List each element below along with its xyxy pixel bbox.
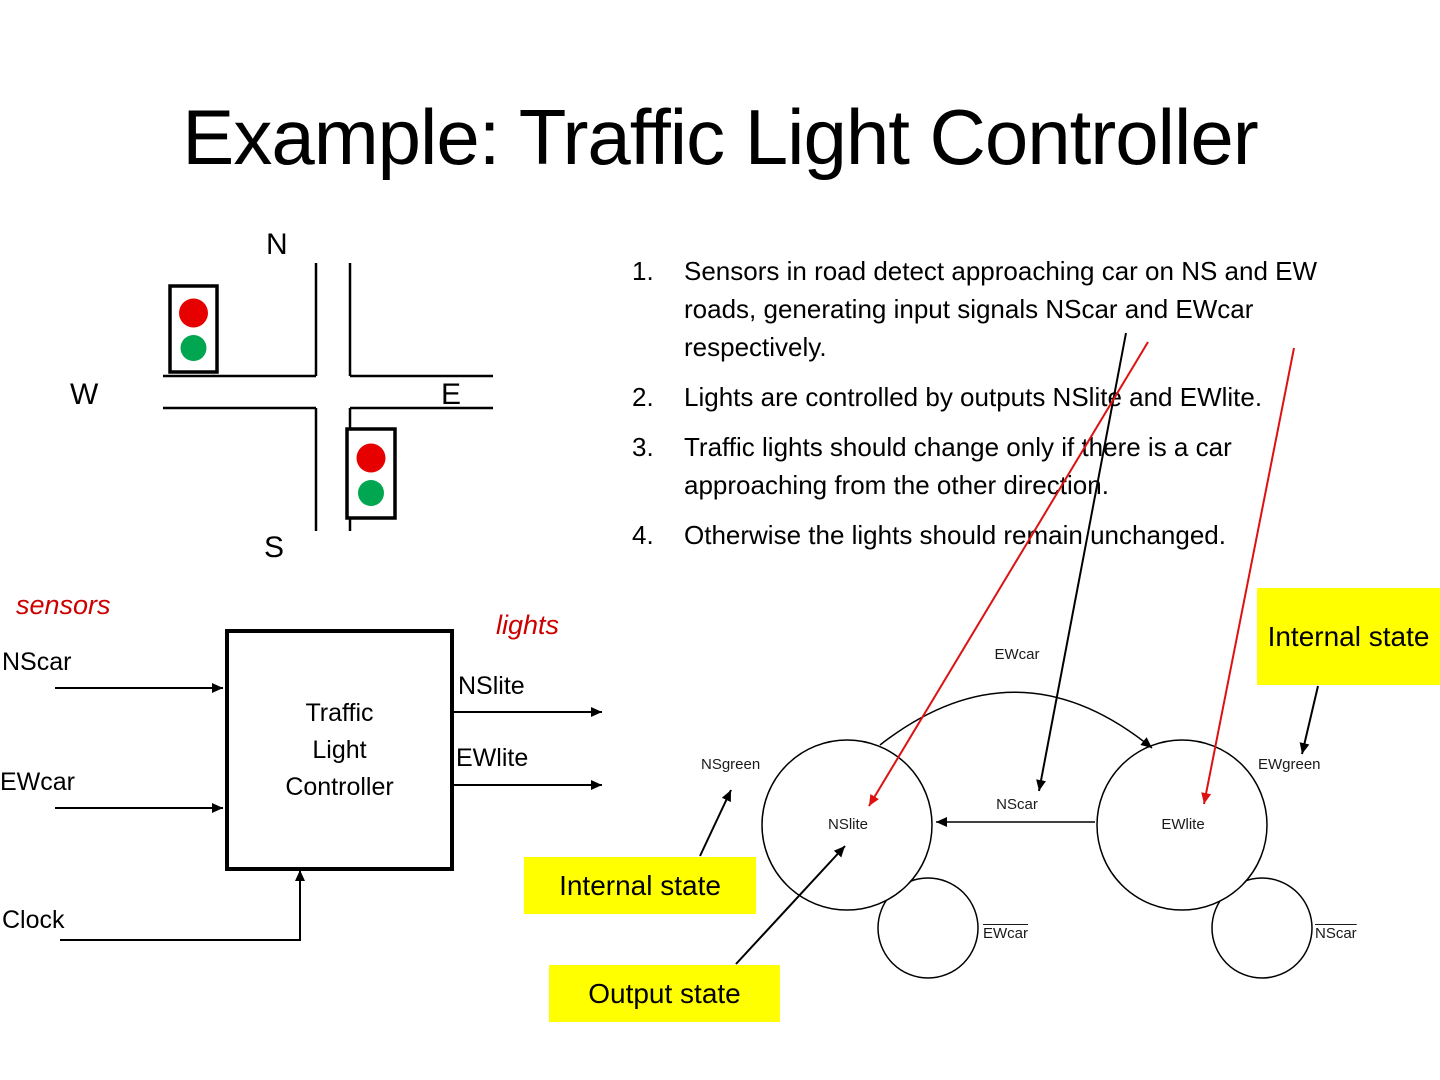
red-light-icon [179,298,208,328]
green-light-icon [358,480,384,506]
internal-state-callout-top: Internal state [1257,588,1440,685]
sensors-label: sensors [16,590,111,620]
nsgreen-label: NSgreen [701,756,761,773]
nslite-state-label: NSlite [827,816,868,833]
nscar-not-self-loop-label: NScar [1315,925,1357,942]
traffic-light-housing [168,284,219,374]
note-item: 2. Lights are controlled by outputs NSli… [632,378,1392,416]
clock-input-arrow [60,870,305,941]
note-item: 1. Sensors in road detect approaching ca… [632,252,1392,366]
note-number: 1. [632,256,654,286]
left-self-loop-arc [877,877,979,979]
south-label: S [264,531,285,564]
internal-state-callout-left: Internal state [524,857,756,914]
note-text: Otherwise the lights should remain uncha… [684,520,1226,550]
note-item: 3. Traffic lights should change only if … [632,428,1392,504]
callout-arrows [699,685,1319,965]
nscar-input-label: NScar [2,648,72,676]
traffic-light-housing [345,427,397,520]
red-light-icon [356,443,386,473]
right-self-loop-arc [1211,877,1313,979]
note-text: Sensors in road detect approaching car o… [684,256,1318,362]
ewcar-transition-arc [879,691,1153,749]
traffic-light-controller-box: Traffic Light Controller [225,629,454,871]
controller-label: Traffic Light Controller [285,698,394,801]
west-label: W [70,378,99,411]
east-label: E [441,378,462,411]
notes-list: 1. Sensors in road detect approaching ca… [632,252,1392,566]
internal-state-left-arrow [699,789,732,857]
north-label: N [266,228,288,261]
ewgreen-label: EWgreen [1258,756,1321,773]
nscar-transition-label: NScar [996,796,1038,813]
note-text: Traffic lights should change only if the… [684,432,1232,500]
traffic-light-north [168,284,219,374]
ewcar-transition-label: EWcar [994,646,1040,663]
note-number: 3. [632,432,654,462]
ewlite-state-label: EWlite [1161,816,1205,833]
green-light-icon [180,335,207,361]
note-text: Lights are controlled by outputs NSlite … [684,382,1263,412]
state-diagram [761,691,1313,979]
lights-label: lights [496,610,560,640]
nslite-output-label: NSlite [458,672,525,700]
ewcar-input-label: EWcar [0,768,75,796]
note-number: 4. [632,520,654,550]
page-title: Example: Traffic Light Controller [182,93,1258,181]
clock-input-label: Clock [2,906,65,934]
ewcar-not-self-loop-label: EWcar [983,925,1028,942]
note-item: 4. Otherwise the lights should remain un… [632,516,1392,554]
internal-state-top-arrow [1299,685,1319,755]
traffic-light-south [345,427,397,520]
ewlite-output-label: EWlite [456,744,529,772]
output-state-callout: Output state [549,965,780,1022]
note-number: 2. [632,382,654,412]
